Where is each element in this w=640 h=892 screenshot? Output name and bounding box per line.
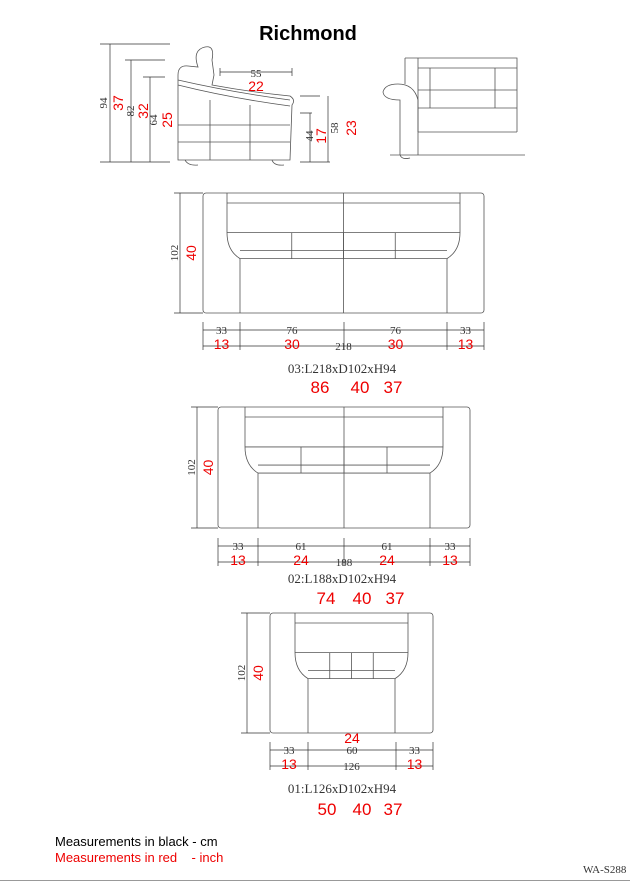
model-inch-dim: 40 bbox=[351, 378, 370, 397]
segment-in: 30 bbox=[388, 336, 404, 352]
segment-cm: 76 bbox=[287, 325, 299, 337]
seat-height-cm: 44 bbox=[304, 130, 316, 142]
legend-cm: Measurements in black - cm bbox=[55, 834, 218, 849]
arm-height-cm: 58 bbox=[329, 122, 341, 134]
model-caption: 01:L126xD102xH94 bbox=[288, 781, 397, 796]
segment-in: 13 bbox=[281, 756, 297, 772]
model-inch-dim: 37 bbox=[384, 378, 403, 397]
segment-cm: 33 bbox=[284, 745, 296, 757]
front-view bbox=[382, 57, 525, 159]
legend-inch: Measurements in red - inch bbox=[55, 850, 224, 865]
height-25-in: 25 bbox=[159, 112, 175, 128]
model-inch-dim: 40 bbox=[353, 589, 372, 608]
depth-in: 40 bbox=[200, 460, 216, 476]
total-width-cm: 126 bbox=[343, 761, 360, 773]
segment-cm: 61 bbox=[382, 541, 393, 553]
segment-cm: 33 bbox=[233, 541, 245, 553]
depth-in: 40 bbox=[183, 245, 199, 261]
segment-in: 13 bbox=[214, 336, 230, 352]
model-caption: 02:L188xD102xH94 bbox=[288, 571, 397, 586]
model-caption: 03:L218xD102xH94 bbox=[288, 361, 397, 376]
model-inch-dim: 74 bbox=[317, 589, 336, 608]
segment-in: 13 bbox=[230, 552, 246, 568]
depth-in: 40 bbox=[250, 665, 266, 681]
segment-cm: 61 bbox=[296, 541, 307, 553]
model-inch-dim: 40 bbox=[353, 800, 372, 819]
height-32-in: 32 bbox=[135, 103, 151, 119]
segment-cm: 33 bbox=[445, 541, 457, 553]
seat-depth-in: 22 bbox=[248, 78, 264, 94]
frame-line bbox=[0, 880, 630, 881]
segment-cm: 33 bbox=[216, 325, 228, 337]
segment-in: 13 bbox=[458, 336, 474, 352]
depth-cm: 102 bbox=[236, 665, 248, 682]
model-code: WA-S288 bbox=[583, 864, 627, 876]
model-inch-dim: 86 bbox=[311, 378, 330, 397]
arm-height-in: 23 bbox=[343, 120, 359, 136]
seat-depth-cm: 55 bbox=[251, 68, 263, 80]
total-width-cm: 218 bbox=[335, 341, 352, 353]
height-64-cm: 64 bbox=[148, 114, 160, 126]
height-82-cm: 82 bbox=[125, 106, 137, 117]
product-title: Richmond bbox=[259, 23, 357, 45]
total-width-cm: 188 bbox=[336, 557, 353, 569]
model-inch-dim: 37 bbox=[386, 589, 405, 608]
height-37-in: 37 bbox=[110, 95, 126, 111]
segment-in: 24 bbox=[293, 552, 309, 568]
segment-in: 13 bbox=[407, 756, 423, 772]
segment-cm: 33 bbox=[409, 745, 421, 757]
depth-cm: 102 bbox=[186, 459, 198, 476]
segment-cm: 33 bbox=[460, 325, 472, 337]
model-inch-dim: 37 bbox=[384, 800, 403, 819]
height-94-cm: 94 bbox=[98, 97, 110, 109]
model-inch-dim: 50 bbox=[318, 800, 337, 819]
segment-in: 13 bbox=[442, 552, 458, 568]
segment-in: 24 bbox=[379, 552, 395, 568]
depth-cm: 102 bbox=[169, 245, 181, 262]
seat-height-in: 17 bbox=[313, 128, 329, 144]
segment-cm: 60 bbox=[347, 745, 359, 757]
side-view: 94 37 82 32 64 25 55 22 44 17 58 23 bbox=[98, 43, 359, 166]
segment-cm: 76 bbox=[390, 325, 402, 337]
segment-in: 30 bbox=[284, 336, 300, 352]
segment-in: 24 bbox=[344, 730, 360, 746]
